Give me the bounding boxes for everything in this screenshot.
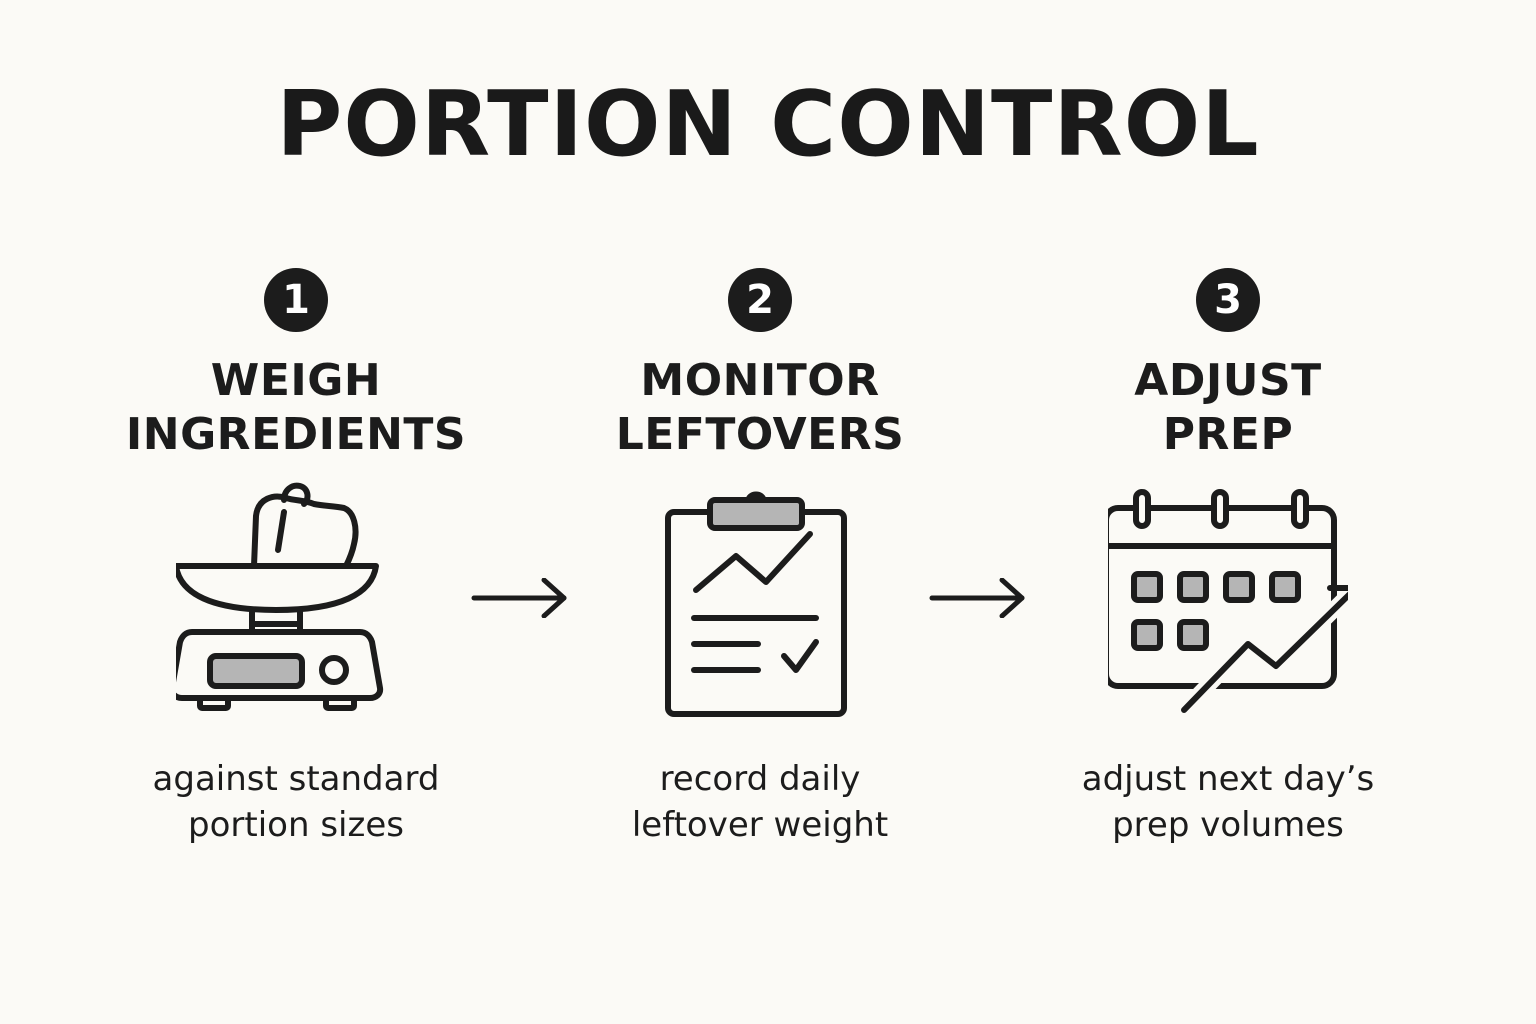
step-description-line: portion sizes: [188, 805, 404, 845]
step-title-line: ADJUST: [1134, 355, 1322, 406]
step-adjust-prep: 3 ADJUST PREP adjust next day’s prep vol…: [1028, 268, 1428, 868]
step-description-line: leftover weight: [631, 805, 889, 845]
step-number-badge: 2: [728, 268, 792, 332]
step-description: record daily leftover weight: [560, 756, 960, 848]
step-title: MONITOR LEFTOVERS: [560, 354, 960, 462]
step-weigh-ingredients: 1 WEIGH INGREDIENTS against standard por…: [96, 268, 496, 868]
step-description: against standard portion sizes: [96, 756, 496, 848]
step-number-badge: 3: [1196, 268, 1260, 332]
page-title: PORTION CONTROL: [276, 72, 1260, 177]
step-title-line: WEIGH: [210, 355, 382, 406]
step-title-line: INGREDIENTS: [125, 409, 467, 460]
calendar-trend-icon: [1108, 489, 1348, 718]
arrow-right-icon: [471, 578, 567, 618]
scale-icon: [176, 482, 384, 711]
step-description-line: prep volumes: [1112, 805, 1344, 845]
step-title-line: MONITOR: [640, 355, 880, 406]
step-title-line: LEFTOVERS: [615, 409, 905, 460]
step-description-line: against standard: [152, 759, 440, 799]
arrow-right-icon: [929, 578, 1025, 618]
clipboard-chart-icon: [665, 491, 847, 717]
step-title-line: PREP: [1162, 409, 1294, 460]
step-title: WEIGH INGREDIENTS: [96, 354, 496, 462]
step-description: adjust next day’s prep volumes: [1028, 756, 1428, 848]
step-number-badge: 1: [264, 268, 328, 332]
step-description-line: record daily: [659, 759, 861, 799]
step-monitor-leftovers: 2 MONITOR LEFTOVERS record daily leftove…: [560, 268, 960, 868]
step-description-line: adjust next day’s: [1081, 759, 1375, 799]
step-title: ADJUST PREP: [1028, 354, 1428, 462]
